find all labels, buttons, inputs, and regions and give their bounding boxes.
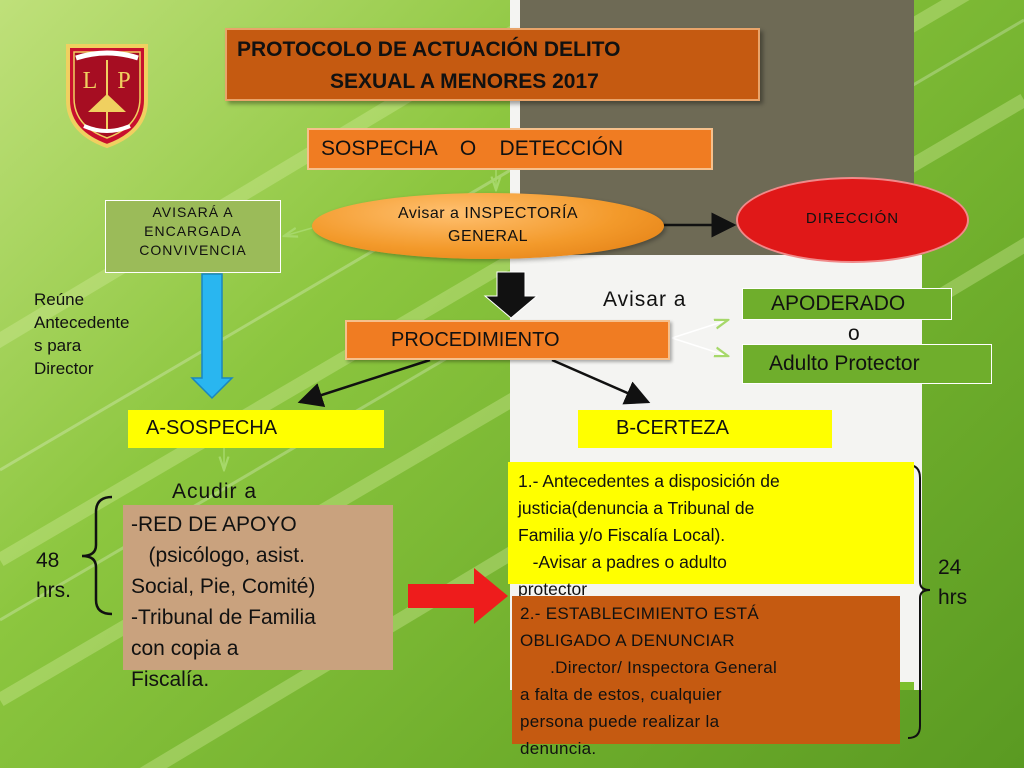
antecedentes-line-3: Familia y/o Fiscalía Local). <box>518 525 726 545</box>
avisara-line-3: CONVIVENCIA <box>139 242 247 258</box>
apoderado-box: APODERADO <box>742 288 952 320</box>
o-connector-label: o <box>848 322 860 345</box>
avisara-line-2: ENCARGADA <box>144 223 242 239</box>
red-apoyo-line-2: (psicólogo, asist. <box>131 544 305 567</box>
antecedentes-box: 1.- Antecedentes a disposición de justic… <box>508 462 914 599</box>
hrs-24-unit: hrs <box>938 586 968 609</box>
sospecha-deteccion-box: SOSPECHA O DETECCIÓN <box>307 128 713 170</box>
inspectoria-line-1: Avisar a INSPECTORÍA <box>397 205 579 222</box>
direccion-ellipse: DIRECCIÓN <box>736 177 969 263</box>
hrs-24-number: 24 <box>938 556 962 579</box>
red-apoyo-line-3: Social, Pie, Comité) <box>131 575 316 598</box>
a-sospecha-box: A-SOSPECHA <box>128 410 384 448</box>
reune-line-2: Antecedente <box>34 313 130 332</box>
establecimiento-line-1: 2.- ESTABLECIMIENTO ESTÁ <box>520 604 759 623</box>
diagram-title: PROTOCOLO DE ACTUACIÓN DELITO SEXUAL A M… <box>225 28 760 101</box>
avisar-a-label: Avisar a <box>603 288 687 311</box>
establecimiento-line-2: OBLIGADO A DENUNCIAR <box>520 631 735 650</box>
antecedentes-line-2: justicia(denuncia a Tribunal de <box>518 498 755 518</box>
hrs-24-label: 24 hrs <box>938 553 967 613</box>
hrs-48-label: 48 hrs. <box>36 546 71 606</box>
hrs-48-number: 48 <box>36 549 60 572</box>
hrs-48-unit: hrs. <box>36 579 72 602</box>
antecedentes-line-1: 1.- Antecedentes a disposición de <box>518 471 780 491</box>
logo-letter-l: L <box>83 68 98 94</box>
red-apoyo-line-5: con copia a <box>131 637 239 660</box>
b-certeza-box: B-CERTEZA <box>578 410 832 448</box>
reune-line-4: Director <box>34 359 94 378</box>
reune-line-1: Reúne <box>34 290 85 309</box>
avisara-encargada-box: AVISARÁ A ENCARGADA CONVIVENCIA <box>105 200 281 273</box>
red-apoyo-box: -RED DE APOYO (psicólogo, asist. Social,… <box>123 505 393 691</box>
establecimiento-box: 2.- ESTABLECIMIENTO ESTÁ OBLIGADO A DENU… <box>512 596 900 758</box>
title-line-2: SEXUAL A MENORES 2017 <box>330 70 599 93</box>
inspectoria-line-2: GENERAL <box>448 228 528 245</box>
title-line-1: PROTOCOLO DE ACTUACIÓN DELITO <box>237 38 621 61</box>
reune-antecedentes-text: Reúne Antecedente s para Director <box>34 288 184 380</box>
reune-line-3: s para <box>34 336 82 355</box>
antecedentes-line-5: protector <box>518 579 588 599</box>
arrow-to-a-sospecha <box>297 358 431 407</box>
logo-letter-p: P <box>117 68 130 94</box>
adulto-protector-box: Adulto Protector <box>742 344 992 384</box>
procedimiento-box: PROCEDIMIENTO <box>345 320 670 360</box>
bracket-24hrs <box>907 464 931 739</box>
arrow-to-adulto <box>671 337 728 356</box>
establecimiento-line-5: persona puede realizar la <box>520 712 720 731</box>
inspectoria-ellipse: Avisar a INSPECTORÍA GENERAL <box>312 193 664 259</box>
avisara-line-1: AVISARÁ A <box>152 204 234 220</box>
establecimiento-line-4: a falta de estos, cualquier <box>520 685 722 704</box>
red-apoyo-line-6: Fiscalía. <box>131 668 210 691</box>
accent-bar <box>898 682 914 690</box>
background-panel-edge <box>510 0 520 255</box>
red-apoyo-line-1: -RED DE APOYO <box>131 513 297 536</box>
arrow-to-apoderado <box>671 320 728 339</box>
big-blue-arrow <box>190 273 234 400</box>
school-crest-logo: L P <box>66 44 148 149</box>
arrow-inspectoria-to-avisara <box>284 228 313 236</box>
big-down-arrow <box>483 271 539 319</box>
antecedentes-line-4: -Avisar a padres o adulto <box>518 552 727 572</box>
brace-48hrs <box>81 495 113 616</box>
establecimiento-line-6: denuncia. <box>520 739 597 758</box>
red-apoyo-line-4: -Tribunal de Familia <box>131 606 316 629</box>
establecimiento-line-3: .Director/ Inspectora General <box>520 658 778 677</box>
acudir-a-label: Acudir a <box>172 480 258 503</box>
big-red-arrow <box>408 568 508 624</box>
arrow-to-b-certeza <box>551 358 651 405</box>
